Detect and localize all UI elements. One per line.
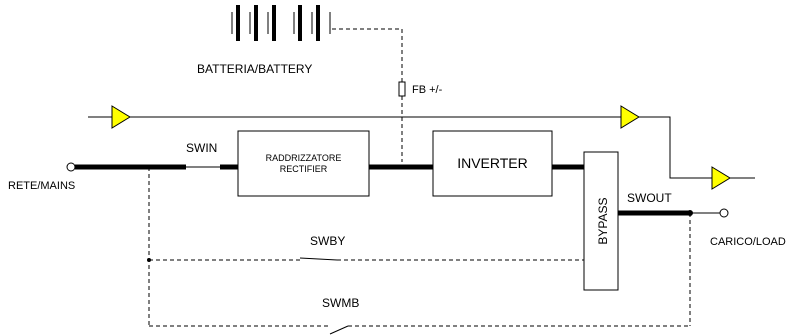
swin-label: SWIN [186, 141, 217, 155]
fuse-fb [398, 81, 406, 97]
rectifier-label-en: RECTIFIER [280, 164, 328, 174]
battery-symbol [231, 5, 331, 41]
signal-arrow-1 [111, 105, 131, 129]
swout-label: SWOUT [627, 191, 672, 205]
battery-dc-link [332, 28, 403, 82]
mains-terminal [66, 162, 76, 172]
mains-label: RETE/MAINS [8, 180, 75, 192]
load-label: CARICO/LOAD [710, 236, 786, 248]
swmb-switch [329, 325, 349, 335]
bypass-label: BYPASS [596, 197, 610, 244]
fuse-label: FB +/- [412, 84, 443, 96]
load-terminal [719, 208, 729, 218]
inverter-block [432, 130, 553, 197]
swby-switch [299, 257, 338, 261]
signal-line-right [655, 116, 755, 179]
rectifier-label-it: RADDRIZZATORE [266, 153, 342, 163]
signal-arrow-2 [620, 105, 640, 129]
signal-arrow-3 [711, 166, 731, 190]
swmb-label: SWMB [322, 296, 359, 310]
inverter-label: INVERTER [457, 155, 528, 171]
rectifier-block [237, 130, 370, 197]
battery-label: BATTERIA/BATTERY [197, 62, 312, 76]
swby-label: SWBY [310, 234, 345, 248]
bypass-block [583, 151, 619, 291]
